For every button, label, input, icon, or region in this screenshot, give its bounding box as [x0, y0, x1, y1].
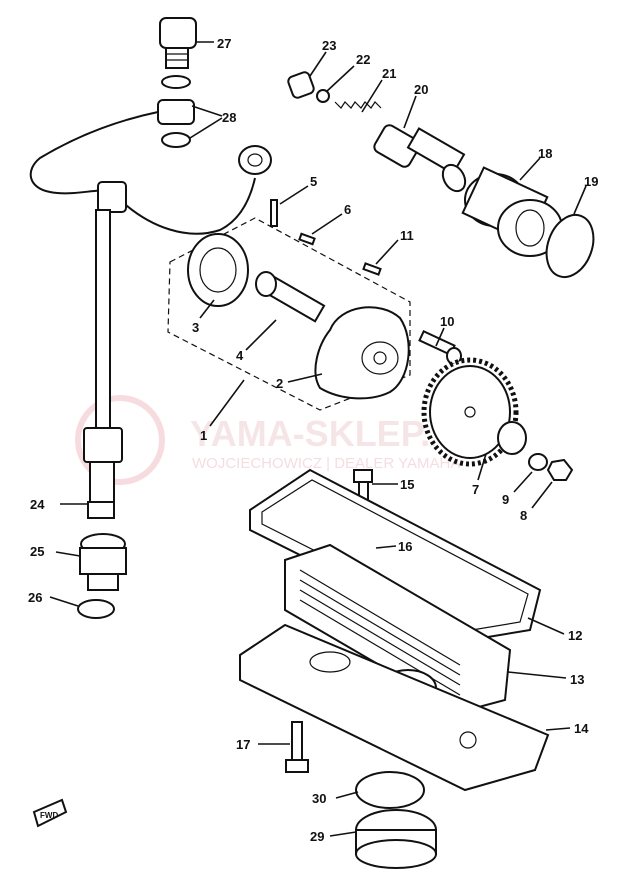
callout-5: 5 [310, 174, 317, 189]
callout-1: 1 [200, 428, 207, 443]
part-2-pump-housing [314, 306, 410, 400]
callout-3: 3 [192, 320, 199, 335]
callout-26: 26 [28, 590, 42, 605]
part-18-oil-filter [461, 166, 563, 257]
callout-11: 11 [400, 228, 414, 243]
callout-25: 25 [30, 544, 44, 559]
callout-17: 17 [236, 737, 250, 752]
forward-label: FWD [40, 811, 58, 820]
callout-19: 19 [584, 174, 598, 189]
part-19-o-ring [545, 214, 595, 278]
part-14-oil-pan [239, 623, 550, 792]
callout-14: 14 [574, 721, 589, 736]
forward-direction-badge: FWD [32, 798, 68, 828]
callout-21: 21 [382, 66, 396, 81]
part-27-union-bolt [159, 17, 197, 69]
callout-29: 29 [310, 829, 324, 844]
leader-lines [49, 41, 587, 837]
callout-23: 23 [322, 38, 336, 53]
part-9-washer [528, 453, 548, 471]
callout-20: 20 [414, 82, 428, 97]
part-30-gasket [355, 771, 425, 809]
part-7-gear [421, 357, 527, 467]
part-12-gasket [249, 468, 542, 642]
callout-27: 27 [217, 36, 231, 51]
callout-8: 8 [520, 508, 527, 523]
callout-18: 18 [538, 146, 552, 161]
part-6-pin [298, 232, 316, 246]
callout-28: 28 [222, 110, 236, 125]
callout-6: 6 [344, 202, 351, 217]
callout-labels: 27 28 23 22 21 20 18 19 5 6 11 3 4 10 2 … [28, 36, 598, 844]
callout-16: 16 [398, 539, 412, 554]
part-28-washers [157, 75, 195, 148]
part-11-pin [362, 262, 382, 276]
part-3-rotor [187, 233, 249, 307]
callout-9: 9 [502, 492, 509, 507]
callout-24: 24 [30, 497, 45, 512]
watermark: YAMA-SKLEP.PL WOJCIECHOWICZ | DEALER YAM… [75, 395, 476, 485]
part-5-pin [270, 199, 278, 227]
part-29-drain-plug [355, 809, 437, 869]
part-26-gasket [77, 599, 115, 619]
callout-2: 2 [276, 376, 283, 391]
part-4-shaft [255, 271, 326, 323]
callout-22: 22 [356, 52, 370, 67]
callout-4: 4 [236, 348, 244, 363]
callout-13: 13 [570, 672, 584, 687]
part-20-23-relief-valve [287, 71, 467, 193]
watermark-subtitle: WOJCIECHOWICZ | DEALER YAMAHA [192, 455, 460, 472]
part-17-bolt [285, 721, 309, 773]
callout-7: 7 [472, 482, 479, 497]
pump-assembly-outline [167, 217, 411, 411]
part-25-adapter [79, 533, 127, 591]
callout-12: 12 [568, 628, 582, 643]
callout-15: 15 [400, 477, 414, 492]
oil-delivery-pipe [29, 111, 272, 519]
callout-10: 10 [440, 314, 454, 329]
part-8-nut [546, 458, 574, 481]
callout-30: 30 [312, 791, 326, 806]
